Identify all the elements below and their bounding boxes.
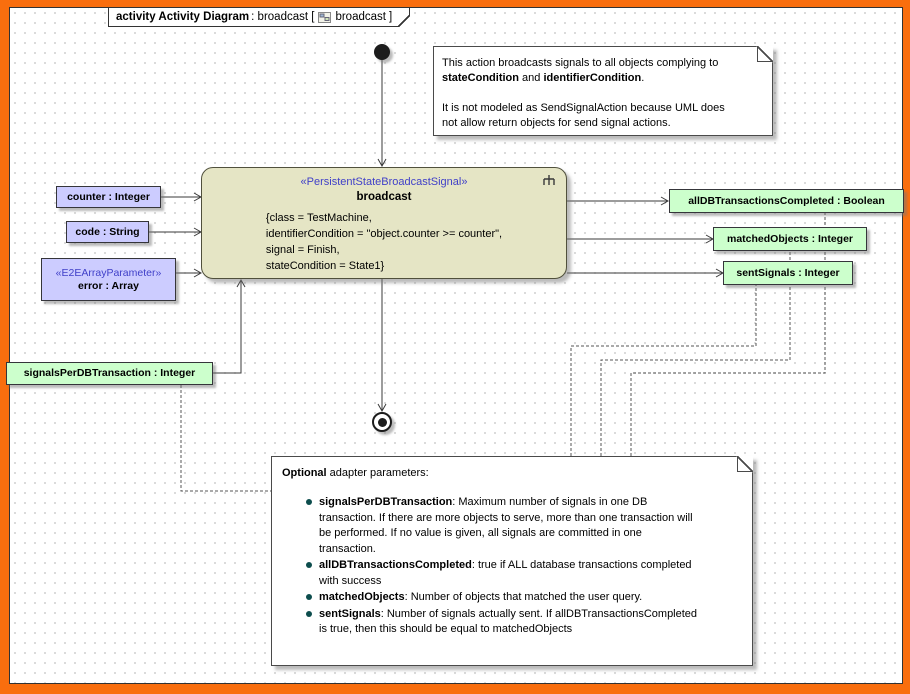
list-item: sentSignals: Number of signals actually … [282,607,742,638]
pin-code-label: code : String [75,225,140,238]
note-bottom-heading: Optional adapter parameters: [282,467,429,479]
action-properties: {class = TestMachine, identifierConditio… [266,210,502,274]
note-fold-icon [756,46,773,63]
note-top-paragraph-2: It is not modeled as SendSignalAction be… [442,102,725,129]
note-flap-icon [757,46,773,62]
edge-error-to-action[interactable] [176,268,203,278]
parameter-sentsignals-label: sentSignals : Integer [736,266,840,279]
list-item: matchedObjects: Number of objects that m… [282,590,742,606]
frame-header-tab[interactable]: activity Activity Diagram : broadcast [ … [108,8,411,27]
pin-counter[interactable]: counter : Integer [56,186,161,208]
edge-signalsperdb-to-action[interactable] [212,278,246,374]
action-stereotype: «PersistentStateBroadcastSignal» [300,176,468,188]
edge-code-to-action[interactable] [149,227,203,237]
frame-parameter: broadcast [335,11,386,23]
list-item: allDBTransactionsCompleted: true if ALL … [282,558,742,589]
action-property-class: {class = TestMachine, [265,212,372,224]
anchor-note-to-alldb[interactable] [630,213,826,456]
parameter-signalsperdbtransaction[interactable]: signalsPerDBTransaction : Integer [6,362,213,385]
pin-error-label: error : Array [78,279,139,292]
initial-node[interactable] [374,44,390,60]
pin-error-stereotype: «E2EArrayParameter» [55,266,162,279]
parameter-alldbtransactionscompleted[interactable]: allDBTransactionsCompleted : Boolean [669,189,904,213]
pin-counter-label: counter : Integer [67,190,150,203]
rake-icon [541,174,557,190]
action-property-signal: signal = Finish, [265,244,340,256]
note-top[interactable]: This action broadcasts signals to all ob… [433,46,773,136]
parameter-sentsignals[interactable]: sentSignals : Integer [723,261,853,285]
anchor-note-to-signalsperdb[interactable] [180,385,271,492]
anchor-note-to-sentsignals[interactable] [570,285,757,456]
bullet-icon [306,562,312,568]
edge-initial-to-action[interactable] [377,60,387,168]
edge-action-to-final[interactable] [377,279,387,413]
note-flap-icon [737,456,753,472]
bullet-icon [306,594,312,600]
parameter-signalsperdbtransaction-label: signalsPerDBTransaction : Integer [23,367,196,379]
frame-close-bracket: ] [388,11,393,23]
note-bottom[interactable]: Optional adapter parameters: signalsPerD… [271,456,753,666]
parameter-matchedobjects[interactable]: matchedObjects : Integer [713,227,867,251]
bullet-icon [306,499,312,505]
frame-tab-corner [398,15,411,27]
diagram-canvas: activity Activity Diagram : broadcast [ … [6,7,904,684]
anchor-note-to-matchedobjects[interactable] [600,251,791,456]
frame-name: : broadcast [ [251,11,315,23]
edge-action-to-alldb[interactable] [567,196,670,206]
bullet-icon [306,610,312,617]
parameter-alldbtransactionscompleted-label: allDBTransactionsCompleted : Boolean [688,194,885,207]
action-property-statecondition: stateCondition = State1} [265,260,385,272]
activity-final-node[interactable] [372,412,392,432]
note-top-paragraph-1: This action broadcasts signals to all ob… [442,57,719,84]
action-broadcast[interactable]: «PersistentStateBroadcastSignal» broadca… [201,167,567,279]
edge-action-to-matchedobjects[interactable] [567,234,715,244]
pin-error[interactable]: «E2EArrayParameter» error : Array [41,258,176,301]
edge-action-to-sentsignals[interactable] [567,268,725,278]
list-item: signalsPerDBTransaction: Maximum number … [282,495,742,557]
edge-counter-to-action[interactable] [161,192,203,202]
connector-layer [149,60,826,492]
diagram-icon [318,11,332,23]
action-property-identifiercondition: identifierCondition = "object.counter >=… [265,228,503,240]
note-fold-icon [736,456,753,473]
action-name: broadcast [356,191,412,203]
frame-keyword-title: activity Activity Diagram [116,11,250,23]
parameter-matchedobjects-label: matchedObjects : Integer [726,232,854,245]
pin-code[interactable]: code : String [66,221,149,243]
